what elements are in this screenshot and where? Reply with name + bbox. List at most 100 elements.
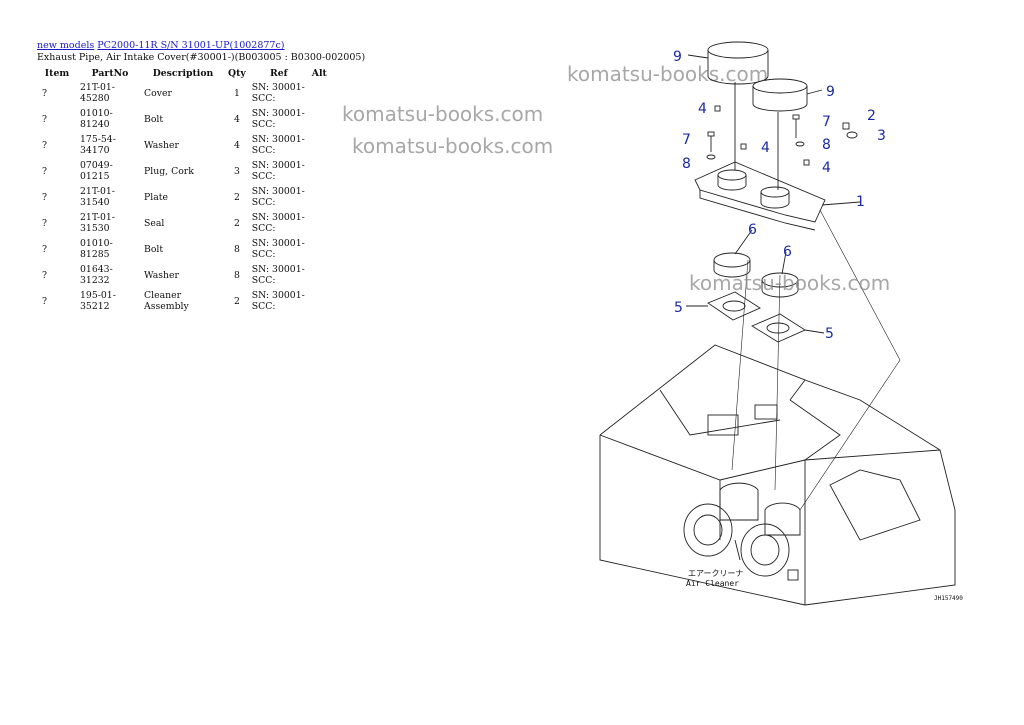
diagram-code: JH157490 [934, 595, 963, 602]
cell-alt [308, 158, 331, 184]
cell-alt [308, 288, 331, 314]
callout-4: 4 [822, 160, 831, 176]
callout-5: 5 [825, 326, 834, 342]
cell-ref: SN: 30001-SCC: [251, 186, 305, 208]
callout-8: 8 [822, 137, 831, 153]
cell-description: Washer [144, 139, 179, 151]
breadcrumb: new models PC2000-11R S/N 31001-UP(10028… [37, 40, 285, 52]
cell-ref: SN: 30001-SCC: [251, 160, 305, 182]
cell-item: ? [42, 191, 47, 203]
table-row: ? 01010-81240 Bolt 4 SN: 30001-SCC: [36, 106, 331, 132]
cell-alt [308, 184, 331, 210]
cell-partno: 21T-01-31540 [80, 186, 115, 208]
cell-qty: 2 [233, 191, 240, 203]
cell-qty: 4 [233, 139, 240, 151]
cell-ref: SN: 30001-SCC: [251, 238, 305, 260]
callout-9: 9 [826, 84, 835, 100]
cell-alt [308, 80, 331, 106]
cell-qty: 2 [233, 295, 240, 307]
col-description: Description [152, 67, 214, 79]
cell-item: ? [42, 243, 47, 255]
watermark: komatsu-books.com [689, 271, 891, 295]
cell-partno: 01010-81285 [80, 238, 113, 260]
col-partno: PartNo [91, 67, 129, 79]
cell-partno: 01643-31232 [80, 264, 113, 286]
cell-ref: SN: 30001-SCC: [251, 290, 305, 312]
plate-part-5 [707, 291, 806, 343]
cell-qty: 1 [233, 87, 240, 99]
watermark: komatsu-books.com [342, 102, 544, 126]
cell-qty: 4 [233, 113, 240, 125]
col-item: Item [44, 67, 70, 79]
cell-description: Bolt [144, 243, 164, 255]
cell-alt [308, 262, 331, 288]
cell-partno: 21T-01-31530 [80, 212, 115, 234]
callout-labels: 9 9 4 2 7 3 4 8 7 8 4 1 6 6 5 5 [673, 49, 886, 342]
cell-alt [308, 132, 331, 158]
cell-alt [308, 106, 331, 132]
cover-part-1 [694, 161, 826, 231]
page-title: Exhaust Pipe, Air Intake Cover(#30001-)(… [37, 52, 366, 63]
callout-4: 4 [761, 140, 770, 156]
plug-part-4 [714, 105, 810, 166]
callout-4: 4 [698, 101, 707, 117]
bolt-part-7 [707, 114, 800, 152]
cell-item: ? [42, 139, 47, 151]
cell-partno: 07049-01215 [80, 160, 113, 182]
cell-alt [308, 210, 331, 236]
callout-2: 2 [867, 108, 876, 124]
cell-qty: 2 [233, 217, 240, 229]
cell-ref: SN: 30001-SCC: [251, 108, 305, 130]
breadcrumb-new-models-link[interactable]: new models [37, 40, 95, 51]
callout-3: 3 [877, 128, 886, 144]
cell-ref: SN: 30001-SCC: [251, 264, 305, 286]
table-row: ? 21T-01-31540 Plate 2 SN: 30001-SCC: [36, 184, 331, 210]
table-row: ? 01010-81285 Bolt 8 SN: 30001-SCC: [36, 236, 331, 262]
parts-table: Item PartNo Description Qty Ref Alt ? 21T… [36, 66, 331, 314]
cell-qty: 3 [233, 165, 240, 177]
table-row: ? 195-01-35212 Cleaner Assembly 2 SN: 30001-… [36, 288, 331, 314]
cell-item: ? [42, 269, 47, 281]
cell-item: ? [42, 113, 47, 125]
callout-9: 9 [673, 49, 682, 65]
breadcrumb-model-link[interactable]: PC2000-11R S/N 31001-UP(1002877c) [97, 40, 285, 51]
cell-description: Plate [144, 191, 169, 203]
callout-7: 7 [682, 132, 691, 148]
callout-6: 6 [783, 244, 792, 260]
cell-partno: 21T-01-45280 [80, 82, 115, 104]
air-cleaner-label-en: Air Cleaner [686, 579, 739, 588]
cap-part-9a [707, 41, 769, 85]
washer-part-8 [706, 141, 805, 160]
cell-description: Bolt [144, 113, 164, 125]
seal-part-6 [713, 252, 799, 298]
housing [599, 344, 956, 606]
callout-7: 7 [822, 114, 831, 130]
cell-qty: 8 [233, 269, 240, 281]
cell-ref: SN: 30001-SCC: [251, 134, 305, 156]
cell-partno: 01010-81240 [80, 108, 113, 130]
cell-ref: SN: 30001-SCC: [251, 212, 305, 234]
cell-partno: 175-54-34170 [80, 134, 116, 156]
cell-description: Seal [144, 217, 165, 229]
cell-partno: 195-01-35212 [80, 290, 116, 312]
table-row: ? 175-54-34170 Washer 4 SN: 30001-SCC: [36, 132, 331, 158]
callout-8: 8 [682, 156, 691, 172]
callout-5: 5 [674, 300, 683, 316]
cell-description: Cover [144, 87, 172, 99]
col-alt: Alt [311, 67, 327, 79]
cell-item: ? [42, 295, 47, 307]
air-cleaner-label-jp: エアークリーナ [688, 569, 744, 578]
washer-part-2-3 [842, 122, 858, 139]
col-qty: Qty [228, 67, 246, 79]
cell-qty: 8 [233, 243, 240, 255]
cell-alt [308, 236, 331, 262]
cell-description: Cleaner Assembly [144, 290, 189, 312]
col-ref: Ref [269, 67, 288, 79]
cell-description: Washer [144, 269, 179, 281]
cell-item: ? [42, 87, 47, 99]
table-row: ? 01643-31232 Washer 8 SN: 30001-SCC: [36, 262, 331, 288]
cell-item: ? [42, 165, 47, 177]
watermark: komatsu-books.com [352, 134, 554, 158]
